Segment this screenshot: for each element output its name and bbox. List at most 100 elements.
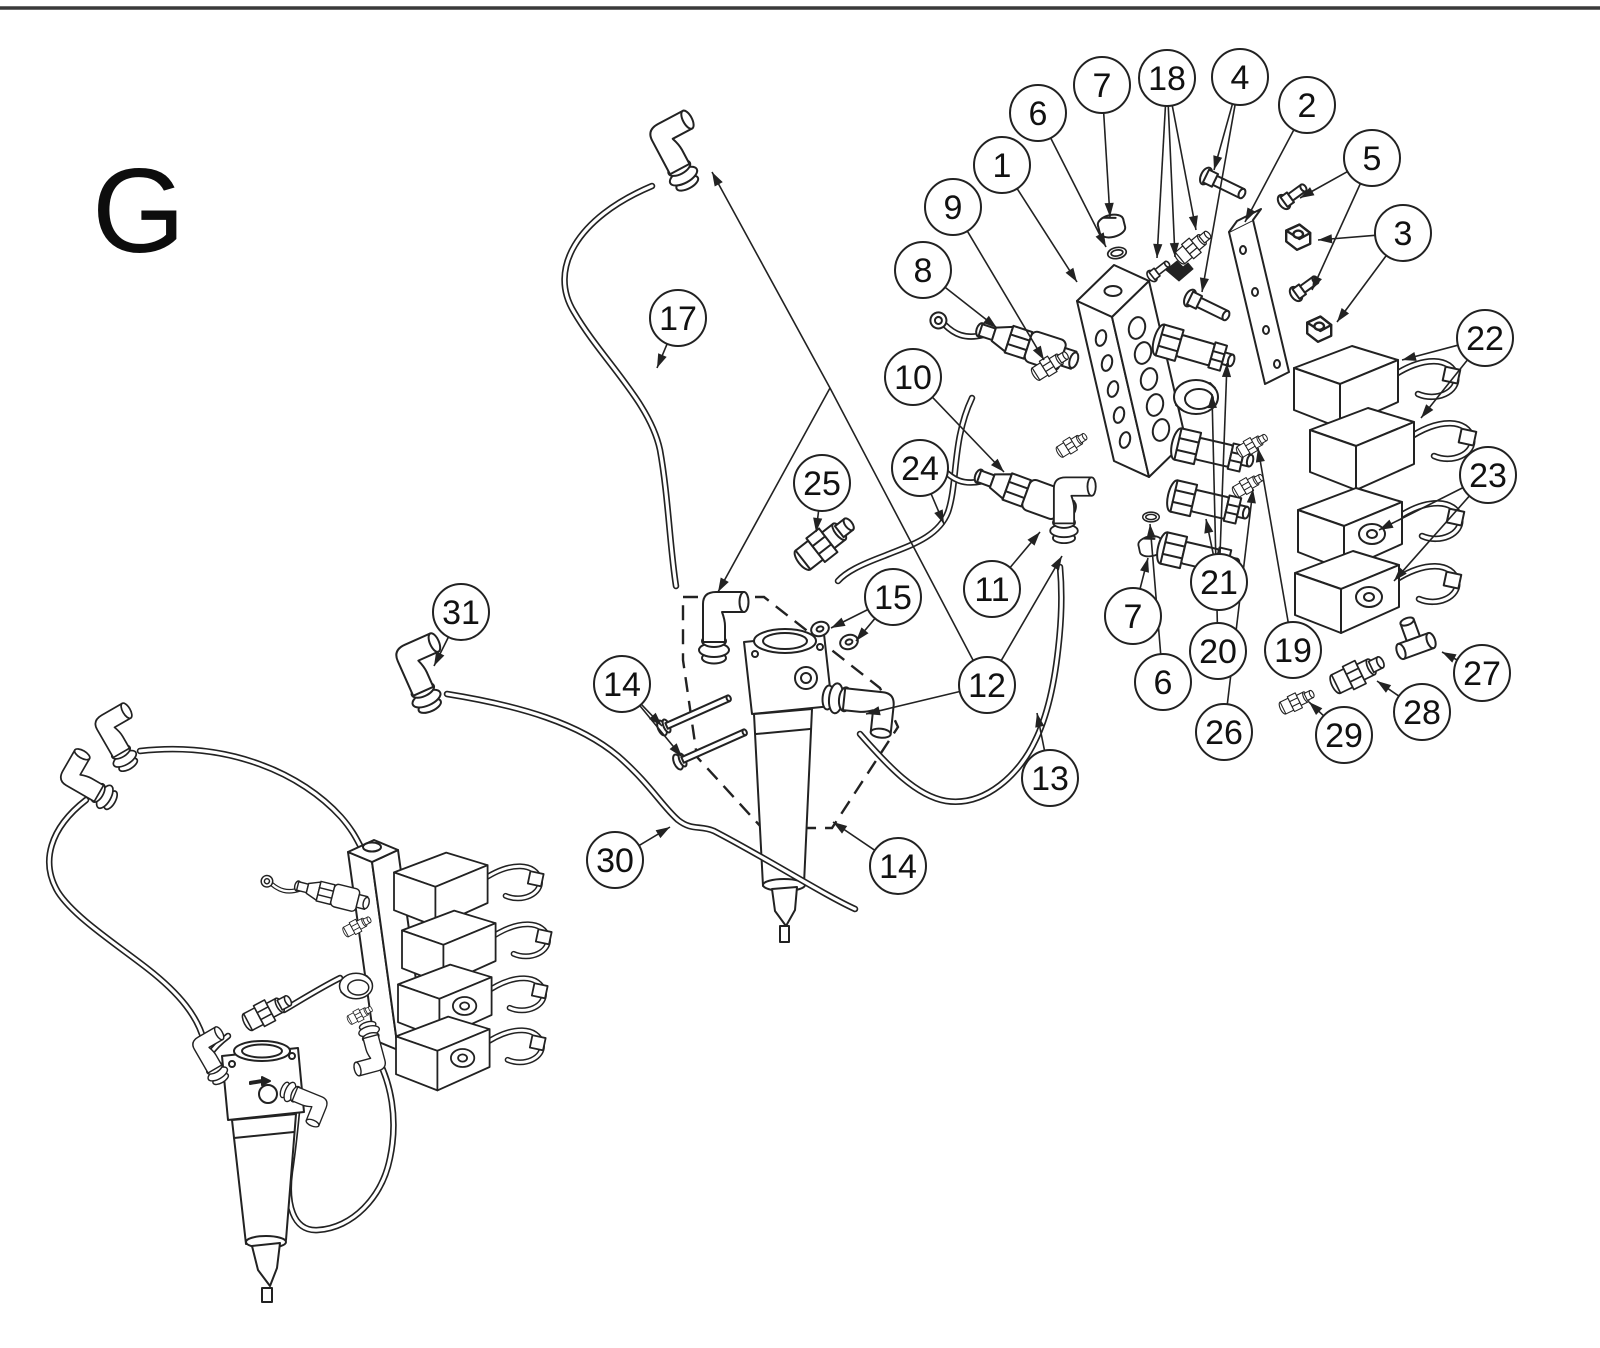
callout-balloon-13: 13 [1021,749,1079,807]
callout-balloon-18: 18 [1138,49,1196,107]
callout-number: 27 [1463,655,1501,693]
mounting-screws-14 [654,689,751,772]
callout-number: 26 [1205,714,1243,752]
fitting-switch-port [1053,428,1091,461]
callout-balloon-22: 22 [1456,309,1514,367]
callout-number: 3 [1394,215,1413,253]
leader-22 [1420,359,1469,419]
section-label: G [92,144,185,278]
union-fitting-28 [1325,648,1390,699]
leader-27 [1441,651,1458,663]
callout-balloon-29: 29 [1315,706,1373,764]
leader-2 [1244,129,1295,223]
callout-number: 18 [1148,60,1186,98]
callout-balloon-3: 3 [1374,204,1432,262]
callout-number: 8 [914,252,933,290]
o-ring-6-top [1105,245,1129,261]
leader-15 [830,608,869,629]
callout-balloon-21: 21 [1190,553,1248,611]
callout-number: 25 [803,465,841,503]
solenoid-valves-assembled [394,853,552,1091]
callout-number: 23 [1469,457,1507,495]
callout-number: 13 [1031,760,1069,798]
callout-balloon-10: 10 [884,348,942,406]
leader-18 [1171,105,1198,231]
fitting-29 [1276,685,1318,718]
leader-11 [1009,531,1041,569]
callout-number: 2 [1298,87,1317,125]
callout-number: 7 [1124,598,1143,636]
callout-number: 6 [1029,95,1048,133]
leader-7 [1139,557,1149,590]
leader-15 [855,617,876,642]
callout-balloon-19: 19 [1264,621,1322,679]
tube-17 [561,182,680,590]
leader-4 [1199,104,1236,293]
callout-balloon-25: 25 [793,454,851,512]
tube-a [136,745,375,862]
leader-lines [433,103,1471,851]
callout-balloon-1: 1 [973,136,1031,194]
leader-28 [1376,680,1400,697]
callout-balloon-15: 15 [864,568,922,626]
callout-number: 19 [1274,632,1312,670]
callout-number: 24 [901,450,939,488]
callout-balloon-24: 24 [891,439,949,497]
callout-number: 5 [1363,140,1382,178]
callout-number: 31 [442,594,480,632]
callout-balloon-6: 6 [1009,84,1067,142]
callout-number: 4 [1231,59,1250,97]
leader-18 [1153,105,1167,259]
callout-balloon-12: 12 [958,656,1016,714]
exploded-view [388,107,1476,943]
callout-number: 30 [596,842,634,880]
leader-10 [931,396,1005,473]
callout-number: 14 [603,666,641,704]
solenoid-valves-22 [1294,346,1476,490]
leader-3 [1317,234,1376,244]
leader-17 [656,343,668,369]
leader-12 [865,690,960,716]
callout-balloon-26: 26 [1195,703,1253,761]
tube-b [46,796,212,1072]
callout-number: 9 [944,189,963,227]
leader-1 [1016,188,1078,283]
callout-number: 12 [968,667,1006,705]
callout-balloon-7: 7 [1104,587,1162,645]
callout-number: 29 [1325,717,1363,755]
callout-balloons: 1234566778910111213141415171819202122232… [432,48,1517,895]
leader-5 [1299,170,1348,199]
callout-balloon-20: 20 [1189,622,1247,680]
leader-6 [1146,523,1162,655]
leader-29 [1308,701,1325,717]
union-fitting-25 [788,509,862,576]
callout-balloon-27: 27 [1453,644,1511,702]
callout-number: 20 [1199,633,1237,671]
t-fitting-27 [1386,610,1439,662]
leader-4 [1213,103,1234,171]
callout-balloon-30: 30 [586,831,644,889]
tube-24 [834,394,976,585]
callout-balloon-6: 6 [1134,653,1192,711]
leader-19 [1255,447,1290,623]
callout-number: 14 [879,848,917,886]
leader-14 [640,703,663,727]
callout-number: 15 [874,579,912,617]
filter-assembly-phantom-box [681,595,900,830]
leader-5 [1311,183,1362,291]
manifold-block [1076,264,1187,478]
callout-number: 22 [1466,320,1504,358]
callout-number: 11 [974,571,1009,609]
callout-balloon-9: 9 [924,178,982,236]
callout-number: 6 [1154,664,1173,702]
filter-regulator-assembled [221,1040,305,1303]
leader-23 [1378,486,1464,531]
leader-12 [1000,555,1063,662]
leader-8 [944,286,998,329]
callout-balloon-5: 5 [1343,129,1401,187]
tube-13 [856,563,1065,805]
callout-number: 28 [1403,694,1441,732]
callout-balloon-4: 4 [1211,48,1269,106]
elbow-fitting-top [642,107,722,197]
